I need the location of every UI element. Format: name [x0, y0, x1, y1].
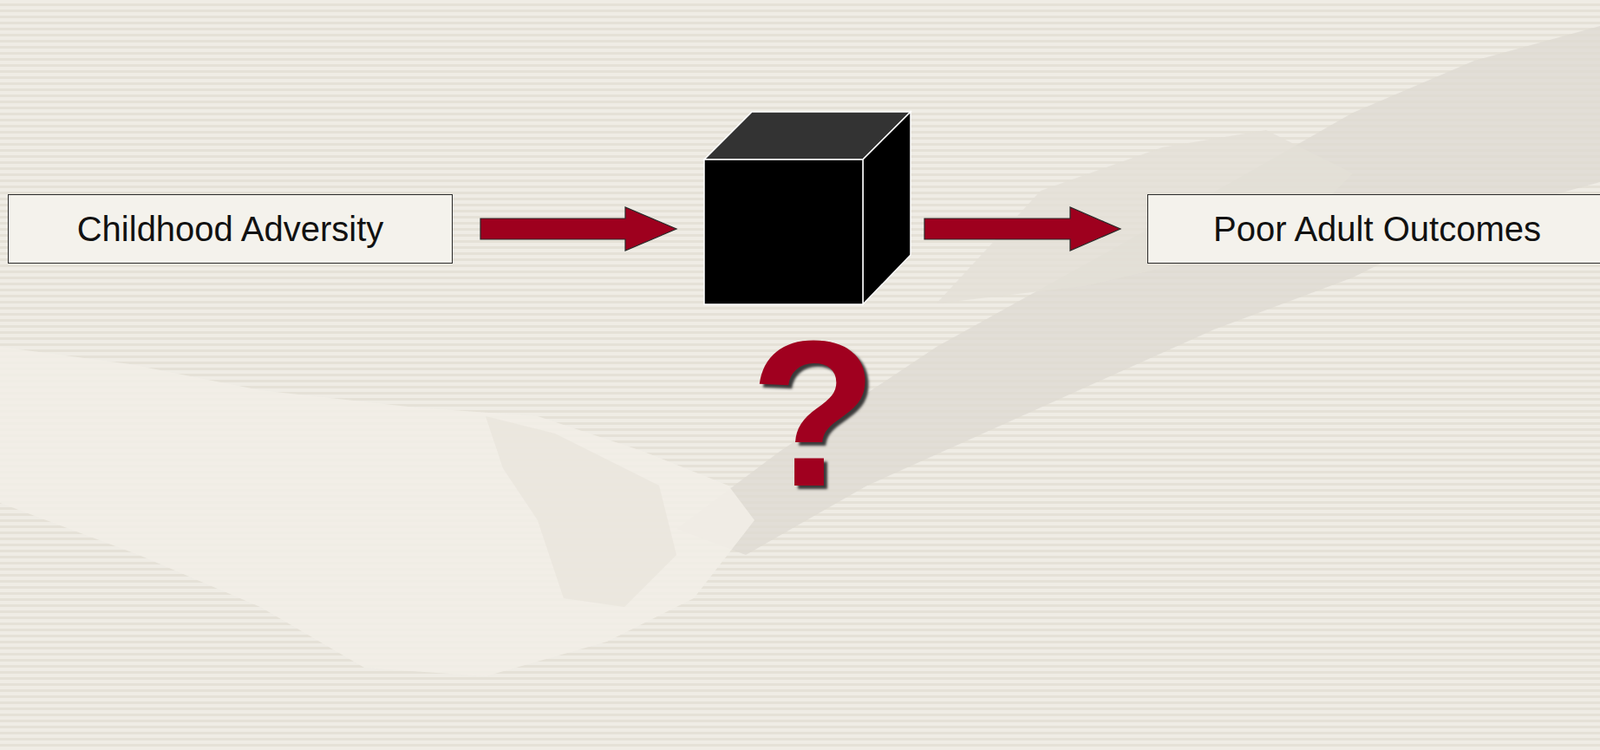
- lower-arm: [0, 346, 755, 677]
- process-box: Poor Adult Outcomes: [1147, 194, 1600, 264]
- box-label: Childhood Adversity: [77, 209, 385, 249]
- upper-arm: [676, 26, 1600, 556]
- question-mark: ?: [726, 309, 901, 518]
- process-box: Childhood Adversity: [7, 194, 453, 264]
- arrow: [924, 207, 1121, 251]
- lower-hand-fingers: [485, 416, 677, 608]
- cube-front: [704, 159, 863, 305]
- cube-side: [862, 111, 911, 305]
- hands-silhouette: [0, 26, 1600, 677]
- box-label: Poor Adult Outcomes: [1213, 209, 1542, 249]
- black-box-cube: [704, 111, 911, 305]
- arrow: [480, 207, 677, 251]
